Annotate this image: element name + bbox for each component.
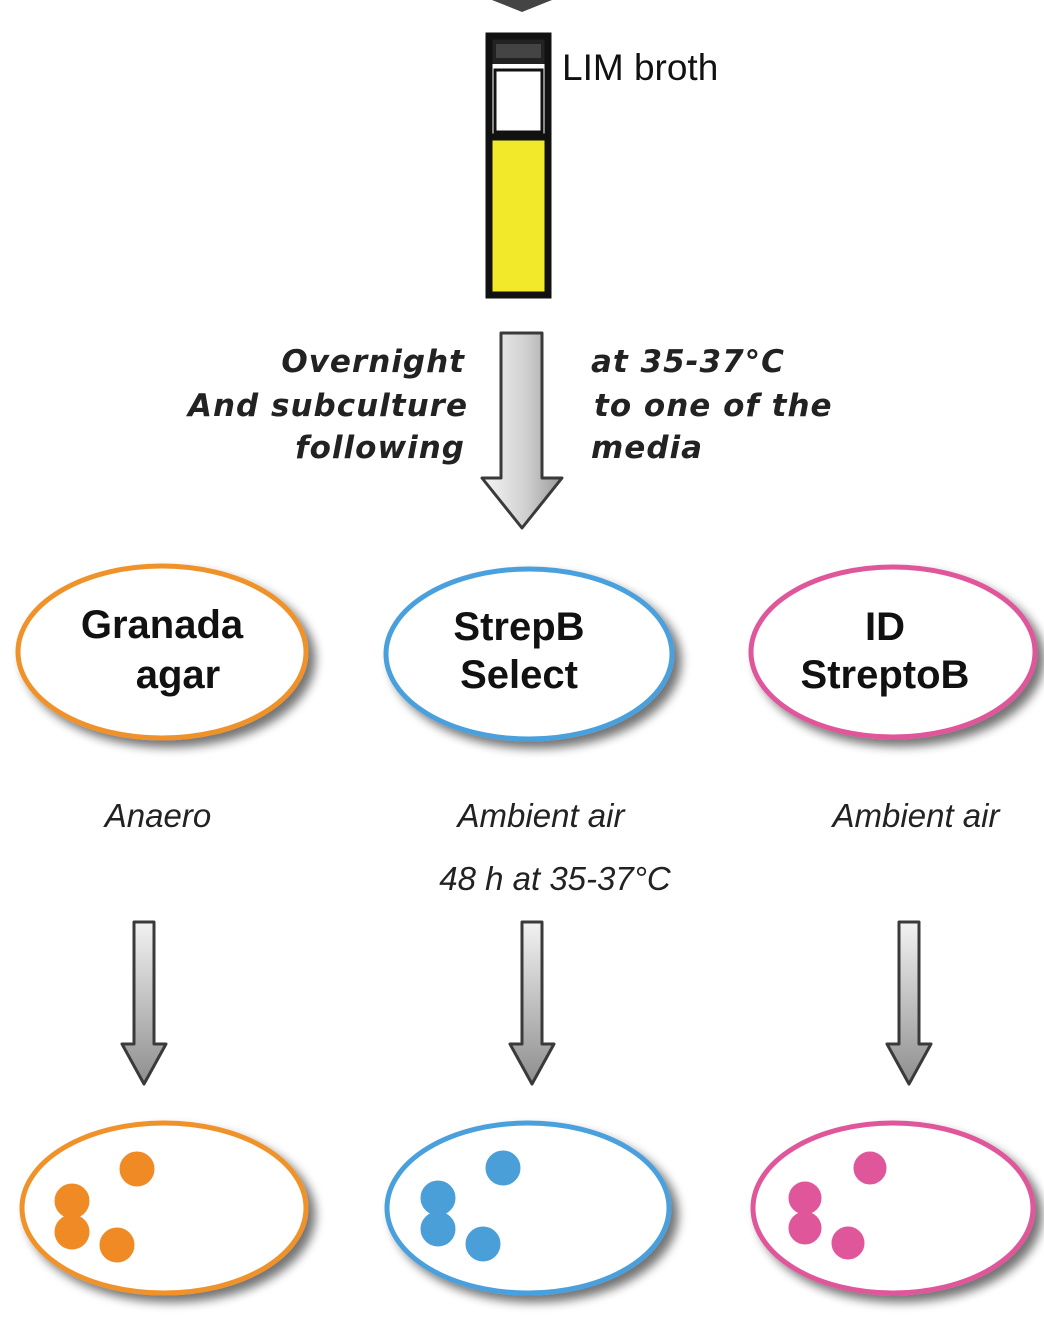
plate-name-line-1: Granada: [81, 603, 244, 647]
down-arrow-strepb: [508, 920, 556, 1086]
step-right-line-1: at 35-37°C: [591, 344, 785, 380]
plate-name-line-2: agar: [136, 653, 221, 697]
step-left-line-2: And subculture: [185, 388, 468, 424]
transfer-step-left: Overnight And subculture following: [185, 344, 468, 466]
result-plate-rim: [19, 1120, 309, 1296]
result-plate-strepb: [384, 1120, 672, 1296]
colony: [831, 1226, 865, 1260]
incoming-arrow-tip: [492, 0, 552, 12]
plate-name-line-1: ID: [865, 605, 905, 649]
tube-broth: [489, 139, 548, 295]
plate-rim: [15, 563, 309, 741]
plate-name-line-2: Select: [460, 653, 578, 697]
plate-strepb-select: StrepB Select: [383, 566, 675, 742]
step-right-line-2: to one of the: [594, 388, 833, 424]
lim-broth-tube: [485, 32, 552, 299]
result-plate-rim: [384, 1120, 672, 1296]
atmosphere-strepb: Ambient air: [456, 797, 627, 834]
transfer-step-right: at 35-37°C to one of the media: [591, 344, 833, 466]
plate-rim: [383, 566, 675, 742]
plate-granada-agar: Granada agar: [15, 563, 309, 741]
plate-rim: [748, 564, 1038, 740]
down-arrow-granada: [120, 920, 168, 1086]
tube-outline: [485, 32, 552, 299]
down-arrow-idstreptob: [885, 920, 933, 1086]
tube-label: LIM broth: [562, 47, 718, 88]
atmosphere-idstreptob: Ambient air: [831, 797, 1002, 834]
step-left-line-3: following: [295, 430, 465, 466]
atmosphere-granada: Anaero: [103, 797, 211, 834]
colony: [788, 1211, 822, 1245]
plate-name-line-2: StreptoB: [801, 653, 970, 697]
colony: [54, 1183, 90, 1219]
incubation-time: 48 h at 35-37°C: [439, 860, 672, 897]
result-plate-granada: [19, 1120, 309, 1296]
step-left-line-1: Overnight: [281, 344, 465, 380]
colony: [420, 1180, 456, 1216]
colony: [54, 1214, 90, 1250]
colony: [420, 1211, 456, 1247]
colony: [853, 1151, 887, 1185]
colony: [119, 1151, 155, 1187]
colony: [485, 1150, 521, 1186]
plate-id-streptob: ID StreptoB: [748, 564, 1038, 740]
colony: [99, 1227, 135, 1263]
main-down-arrow: [480, 331, 564, 530]
colony: [788, 1181, 822, 1215]
result-plate-idstreptob: [750, 1120, 1036, 1296]
result-plate-rim: [750, 1120, 1036, 1296]
tube-headspace: [489, 64, 548, 139]
colony: [465, 1226, 501, 1262]
step-right-line-3: media: [591, 430, 703, 466]
plate-name-line-1: StrepB: [453, 605, 584, 649]
